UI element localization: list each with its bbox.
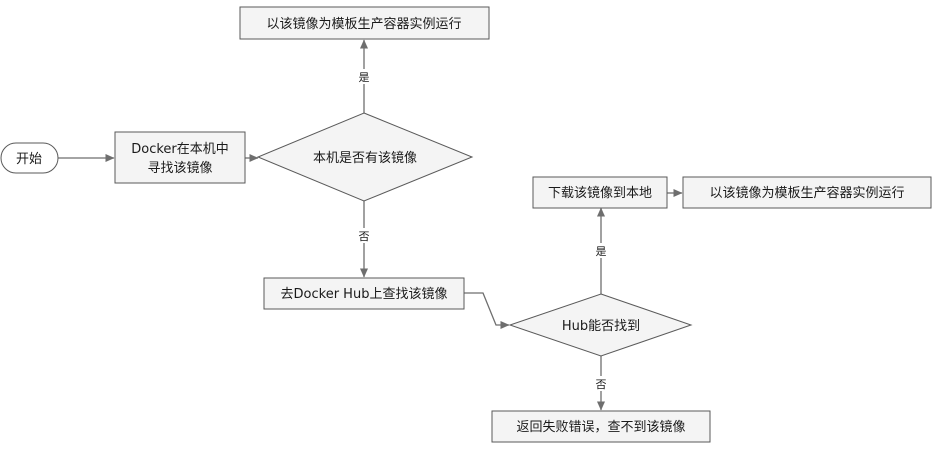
- local-exists-label: 本机是否有该镜像: [313, 151, 417, 166]
- node-run-downloaded: 以该镜像为模板生产容器实例运行: [682, 176, 932, 209]
- edge-label-local-no: 否: [359, 230, 370, 243]
- node-run-local: 以该镜像为模板生产容器实例运行: [239, 6, 490, 40]
- local-exists-diamond-shape: [256, 112, 474, 202]
- node-search-local: Docker在本机中 寻找该镜像: [114, 131, 246, 184]
- node-hub-found-decision: Hub能否找到: [508, 293, 693, 357]
- edge-label-hub-no: 否: [596, 378, 607, 391]
- download-label: 下载该镜像到本地: [548, 186, 652, 201]
- search-local-shape: [114, 131, 246, 184]
- node-start: 开始: [0, 142, 59, 174]
- run-downloaded-label: 以该镜像为模板生产容器实例运行: [709, 185, 904, 201]
- edges: [58, 39, 683, 411]
- search-hub-shape: [263, 277, 465, 310]
- run-local-shape: [239, 6, 490, 40]
- download-shape: [532, 176, 668, 209]
- node-error: 返回失败错误，查不到该镜像: [491, 410, 711, 443]
- start-label: 开始: [16, 152, 42, 167]
- edge-label-local-yes: 是: [359, 71, 370, 84]
- node-download: 下载该镜像到本地: [532, 176, 668, 209]
- error-shape: [491, 410, 711, 443]
- run-downloaded-shape: [682, 176, 932, 209]
- search-local-label-line2: 寻找该镜像: [147, 161, 212, 176]
- node-search-hub: 去Docker Hub上查找该镜像: [263, 277, 465, 310]
- edge-labels: 是 否 是 否: [356, 69, 609, 391]
- hub-found-label: Hub能否找到: [562, 319, 640, 334]
- edge-search-hub-to-hub-decision: [464, 292, 510, 329]
- search-hub-label: 去Docker Hub上查找该镜像: [281, 287, 448, 302]
- node-local-exists-decision: 本机是否有该镜像: [256, 112, 474, 202]
- run-local-label: 以该镜像为模板生产容器实例运行: [266, 16, 461, 32]
- error-label: 返回失败错误，查不到该镜像: [516, 420, 685, 435]
- search-local-label-line1: Docker在本机中: [131, 142, 229, 157]
- hub-found-diamond-shape: [508, 293, 693, 357]
- edge-label-hub-yes: 是: [596, 245, 607, 258]
- start-terminator-shape: [0, 142, 59, 174]
